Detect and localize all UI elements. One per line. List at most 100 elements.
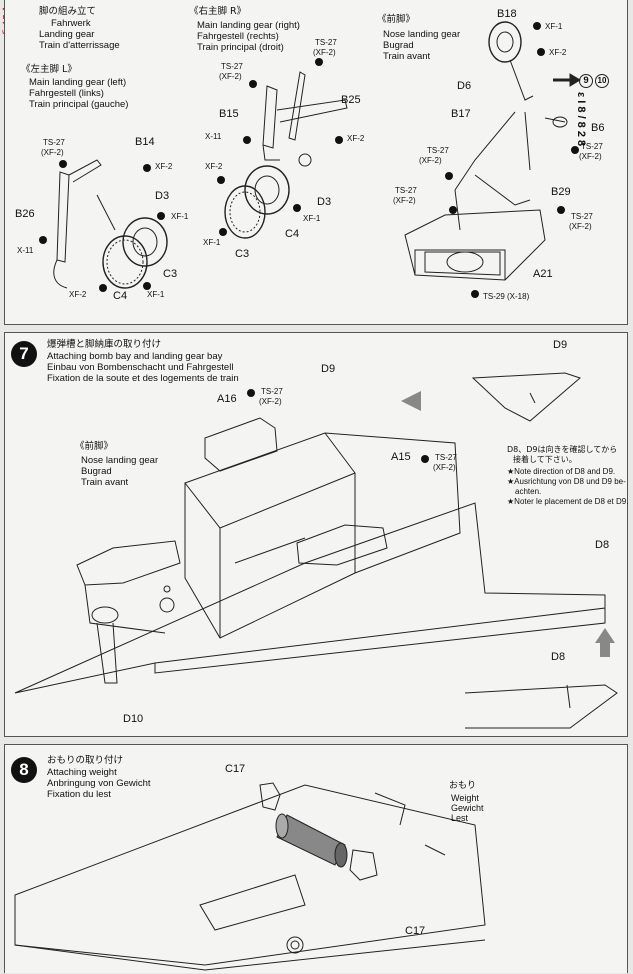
part-d8-center: D8: [595, 539, 610, 551]
paint-ts27-n4: TS-27: [571, 212, 593, 221]
paint-dot: [39, 236, 47, 244]
paint-xf2p-n2: (XF-2): [419, 156, 442, 165]
part-d8-detail: D8: [551, 651, 566, 663]
step-7-title-de: Einbau von Bombenschacht und Fahrgestell: [47, 362, 234, 373]
weight-fr: Lest: [451, 813, 469, 823]
paint-ts27-n3: TS-27: [395, 186, 417, 195]
paint-xf1-r1: XF-1: [303, 214, 321, 223]
paint-xf1-r2: XF-1: [203, 238, 221, 247]
step-7-title-en: Attaching bomb bay and landing gear bay: [47, 351, 223, 362]
ref-step-10: 10: [595, 74, 609, 88]
part-a15: A15: [391, 451, 411, 463]
step-7-nose-jp: 《前脚》: [75, 441, 114, 452]
paint-xf1-l2: XF-1: [147, 290, 165, 299]
part-c3-left: C3: [163, 268, 178, 280]
paint-ts27-l: TS-27: [43, 138, 65, 147]
part-b18: B18: [497, 8, 517, 20]
part-b26: B26: [15, 208, 35, 220]
paint-ts27-a16: TS-27: [261, 387, 283, 396]
bomb-bay-illustration: [14, 372, 618, 729]
paint-xf2-a16: (XF-2): [259, 397, 282, 406]
paint-ts27-n1: TS-27: [581, 142, 603, 151]
paint-dot: [445, 172, 453, 180]
landing-gear-illustration: [53, 21, 581, 289]
paint-xf2p-r1: (XF-2): [219, 72, 242, 81]
paint-dot: [537, 48, 545, 56]
ref-step-9: 9: [579, 74, 593, 88]
paint-x11-l: X-11: [17, 246, 34, 255]
paint-dot: [143, 282, 151, 290]
part-c17-bottom: C17: [405, 925, 426, 937]
weight-illustration: [14, 782, 486, 971]
part-c17-top: C17: [225, 763, 246, 775]
step-7-title-jp: 爆弾槽と脚納庫の取り付け: [47, 339, 162, 350]
paint-ts27-a15: TS-27: [435, 453, 457, 462]
note-jp-line1: D8、D9は向きを確認してから: [507, 445, 618, 454]
paint-xf2-r1: XF-2: [205, 162, 223, 171]
paint-dot: [449, 206, 457, 214]
step-8-title-de: Anbringung von Gewicht: [47, 778, 151, 789]
part-d6: D6: [457, 80, 472, 92]
paint-xf2-n1: XF-2: [549, 48, 567, 57]
heading-fr: Train d'atterrissage: [39, 40, 120, 51]
part-b29: B29: [551, 186, 571, 198]
paint-ts29: TS-29 (X-18): [483, 292, 530, 301]
paint-dot: [471, 290, 479, 298]
landing-gear-panel: 脚の組み立て Landing gear Fahrwerk Train d'att…: [4, 0, 628, 325]
paint-xf2p-n4: (XF-2): [569, 222, 592, 231]
paint-dot: [421, 455, 429, 463]
weight-en: Weight: [451, 793, 479, 803]
note-fr: ★Noter le placement de D8 et D9.: [507, 497, 629, 506]
step-7-title-fr: Fixation de la soute et des logements de…: [47, 373, 239, 384]
paint-dot: [249, 80, 257, 88]
paint-xf2p-n3: (XF-2): [393, 196, 416, 205]
paint-dot: [99, 284, 107, 292]
paint-xf2-a15: (XF-2): [433, 463, 456, 472]
paint-xf2p-l: (XF-2): [41, 148, 64, 157]
part-b6: B6: [591, 122, 605, 134]
part-d9-center: D9: [321, 363, 336, 375]
paint-xf1-n: XF-1: [545, 22, 563, 31]
ref-number-stack: ε Ι 8 / 8 2 8: [575, 92, 587, 147]
left-gear-fr: Train principal (gauche): [29, 99, 129, 110]
paint-dot: [335, 136, 343, 144]
step-8-panel: 8 おもりの取り付け Attaching weight Anbringung v…: [4, 744, 628, 973]
paint-ts27-r2: TS-27: [315, 38, 337, 47]
step-7-nose-de: Bugrad: [81, 466, 112, 477]
weight-jp: おもり: [449, 781, 477, 791]
nose-gear-en: Nose landing gear: [383, 29, 461, 40]
paint-xf2-r2: XF-2: [347, 134, 365, 143]
paint-xf2-l2: XF-2: [69, 290, 87, 299]
right-gear-jp: 《右主脚 R》: [189, 6, 247, 17]
note-jp-line2: 接着して下さい。: [513, 455, 577, 464]
paint-dot: [59, 160, 67, 168]
part-b25: B25: [341, 94, 361, 106]
paint-ts27-r1: TS-27: [221, 62, 243, 71]
right-gear-de: Fahrgestell (rechts): [197, 31, 279, 42]
paint-xf2p-r2: (XF-2): [313, 48, 336, 57]
step-8-title-jp: おもりの取り付け: [47, 755, 124, 766]
part-d10: D10: [123, 713, 144, 725]
paint-dot: [533, 22, 541, 30]
paint-dot: [247, 389, 255, 397]
paint-dot: [243, 136, 251, 144]
part-d9-detail: D9: [553, 339, 568, 351]
step-8-title-en: Attaching weight: [47, 767, 117, 778]
part-d3-right: D3: [317, 196, 332, 208]
paint-x11-r: X-11: [205, 132, 222, 141]
paint-dot: [143, 164, 151, 172]
nose-gear-fr: Train avant: [383, 51, 431, 62]
weight-de: Gewicht: [451, 803, 484, 813]
step-7-badge: 7: [11, 341, 37, 367]
step-8-title-fr: Fixation du lest: [47, 789, 111, 800]
part-d3-left: D3: [155, 190, 170, 202]
paint-dot: [219, 228, 227, 236]
part-c4-right: C4: [285, 228, 300, 240]
part-a21: A21: [533, 268, 553, 280]
part-b14: B14: [135, 136, 155, 148]
paint-dot: [217, 176, 225, 184]
left-gear-de: Fahrgestell (links): [29, 88, 104, 99]
paint-dot: [157, 212, 165, 220]
paint-dot: [571, 146, 579, 154]
left-gear-en: Main landing gear (left): [29, 77, 127, 88]
